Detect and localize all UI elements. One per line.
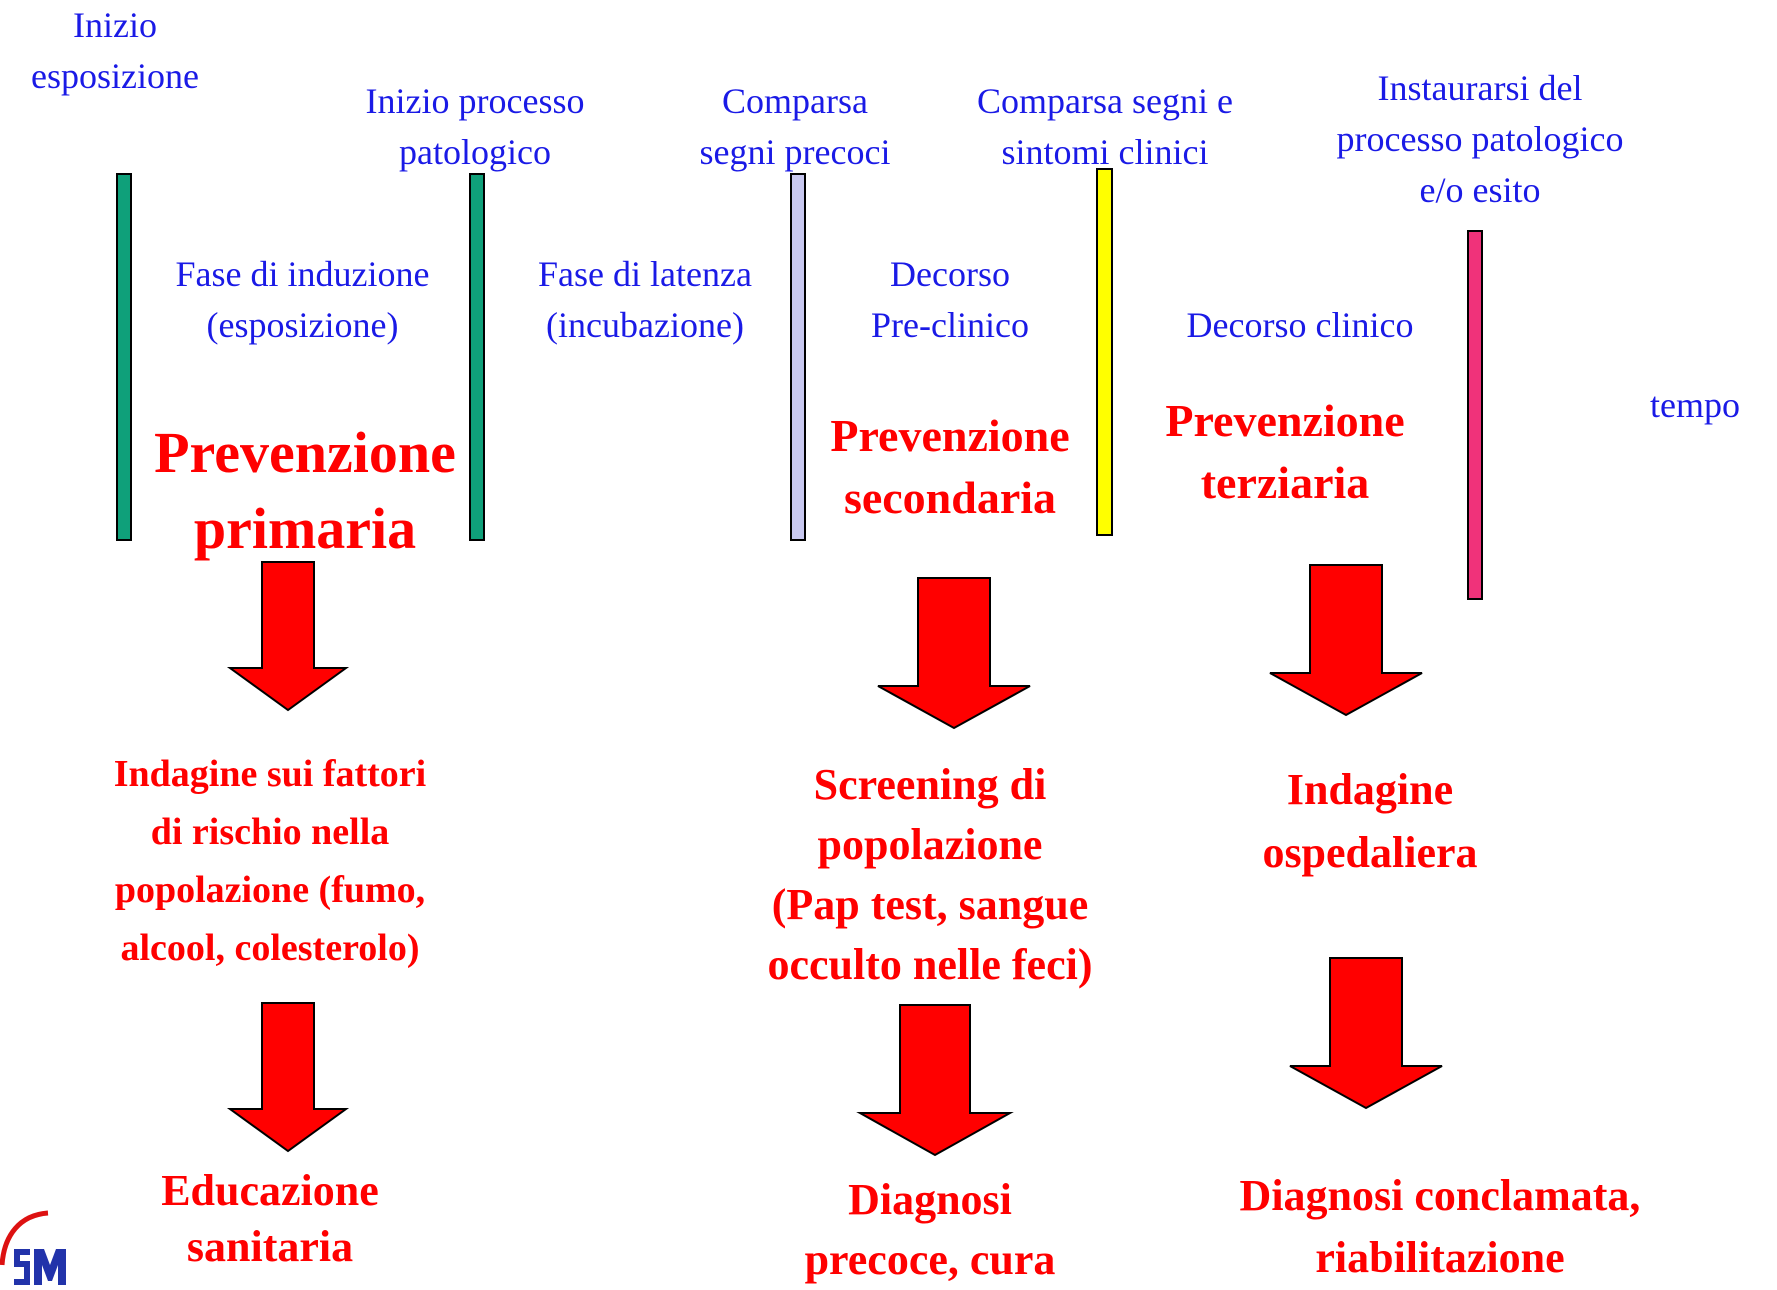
arrow-down-icon	[226, 561, 350, 712]
label-line: Indagine	[1286, 765, 1454, 814]
label-inizio-esposizione: Inizio esposizione	[10, 0, 220, 102]
prevenzione-secondaria: Prevenzione secondaria	[800, 405, 1100, 529]
logo-mark-icon	[0, 1210, 66, 1285]
label-line: (Pap test, sangue	[771, 880, 1089, 929]
bar-esito	[1467, 230, 1483, 600]
action-diagnosi-conclamata: Diagnosi conclamata, riabilitazione	[1180, 1165, 1700, 1289]
label-line: Comparsa	[722, 81, 868, 121]
arrow-down-icon	[1289, 957, 1443, 1110]
label-line: Decorso	[890, 254, 1010, 294]
label-line: processo patologico	[1336, 119, 1624, 159]
bar-segni-clinici	[1096, 168, 1113, 536]
label-line: sanitaria	[186, 1222, 354, 1271]
bar-inizio-esposizione	[116, 173, 132, 541]
label-comparsa-clinici: Comparsa segni e sintomi clinici	[940, 76, 1270, 178]
label-line: patologico	[399, 132, 551, 172]
label-line: riabilitazione	[1315, 1233, 1565, 1282]
prevenzione-primaria: Prevenzione primaria	[125, 415, 485, 567]
label-line: Educazione	[161, 1166, 379, 1215]
arrow-down-icon	[1269, 564, 1423, 717]
label-line: occulto nelle feci)	[767, 940, 1093, 989]
label-line: primaria	[193, 496, 417, 561]
label-line: Diagnosi conclamata,	[1239, 1171, 1641, 1220]
phase-induzione: Fase di induzione (esposizione)	[140, 249, 465, 351]
phase-clinico: Decorso clinico	[1140, 300, 1460, 351]
label-line: Decorso clinico	[1186, 305, 1414, 345]
label-line: tempo	[1650, 385, 1740, 425]
arrow-down-icon	[226, 1002, 350, 1153]
label-inizio-processo: Inizio processo patologico	[315, 76, 635, 178]
label-line: Prevenzione	[1165, 395, 1405, 446]
action-diagnosi-precoce: Diagnosi precoce, cura	[740, 1170, 1120, 1290]
label-line: Indagine sui fattori	[113, 753, 427, 795]
label-line: Prevenzione	[830, 410, 1070, 461]
label-comparsa-precoci: Comparsa segni precoci	[670, 76, 920, 178]
label-line: terziaria	[1200, 457, 1370, 508]
label-line: Fase di induzione	[175, 254, 430, 294]
prevenzione-terziaria: Prevenzione terziaria	[1130, 390, 1440, 514]
label-line: di rischio nella	[150, 811, 390, 853]
arrow-down-icon	[856, 1004, 1014, 1157]
label-tempo: tempo	[1650, 380, 1777, 431]
label-line: Inizio processo	[365, 81, 585, 121]
label-line: Screening di	[813, 760, 1047, 809]
action-indagine-ospedaliera: Indagine ospedaliera	[1200, 758, 1540, 884]
label-line: Pre-clinico	[871, 305, 1029, 345]
action-fattori-rischio: Indagine sui fattori di rischio nella po…	[40, 745, 500, 977]
logo	[0, 1205, 90, 1285]
phase-latenza: Fase di latenza (incubazione)	[505, 249, 785, 351]
label-line: (esposizione)	[206, 305, 399, 345]
label-line: popolazione	[817, 820, 1043, 869]
label-line: segni precoci	[699, 132, 891, 172]
label-line: Fase di latenza	[538, 254, 752, 294]
label-line: alcool, colesterolo)	[120, 927, 420, 969]
label-line: esposizione	[31, 56, 199, 96]
bar-segni-precoci	[790, 173, 806, 541]
bar-inizio-processo	[469, 173, 485, 541]
label-line: secondaria	[843, 472, 1057, 523]
label-instaurarsi: Instaurarsi del processo patologico e/o …	[1295, 63, 1665, 216]
label-line: popolazione (fumo,	[114, 869, 426, 911]
action-educazione: Educazione sanitaria	[110, 1163, 430, 1275]
label-line: precoce, cura	[804, 1235, 1056, 1284]
label-line: Instaurarsi del	[1377, 68, 1583, 108]
label-line: Comparsa segni e	[977, 81, 1233, 121]
action-screening: Screening di popolazione (Pap test, sang…	[710, 755, 1150, 995]
phase-preclinico: Decorso Pre-clinico	[830, 249, 1070, 351]
arrow-down-icon	[877, 577, 1031, 730]
label-line: Inizio	[73, 5, 157, 45]
label-line: ospedaliera	[1262, 828, 1478, 877]
label-line: (incubazione)	[546, 305, 744, 345]
label-line: e/o esito	[1419, 170, 1541, 210]
label-line: Diagnosi	[848, 1175, 1012, 1224]
label-line: Prevenzione	[154, 420, 456, 485]
label-line: sintomi clinici	[1001, 132, 1209, 172]
